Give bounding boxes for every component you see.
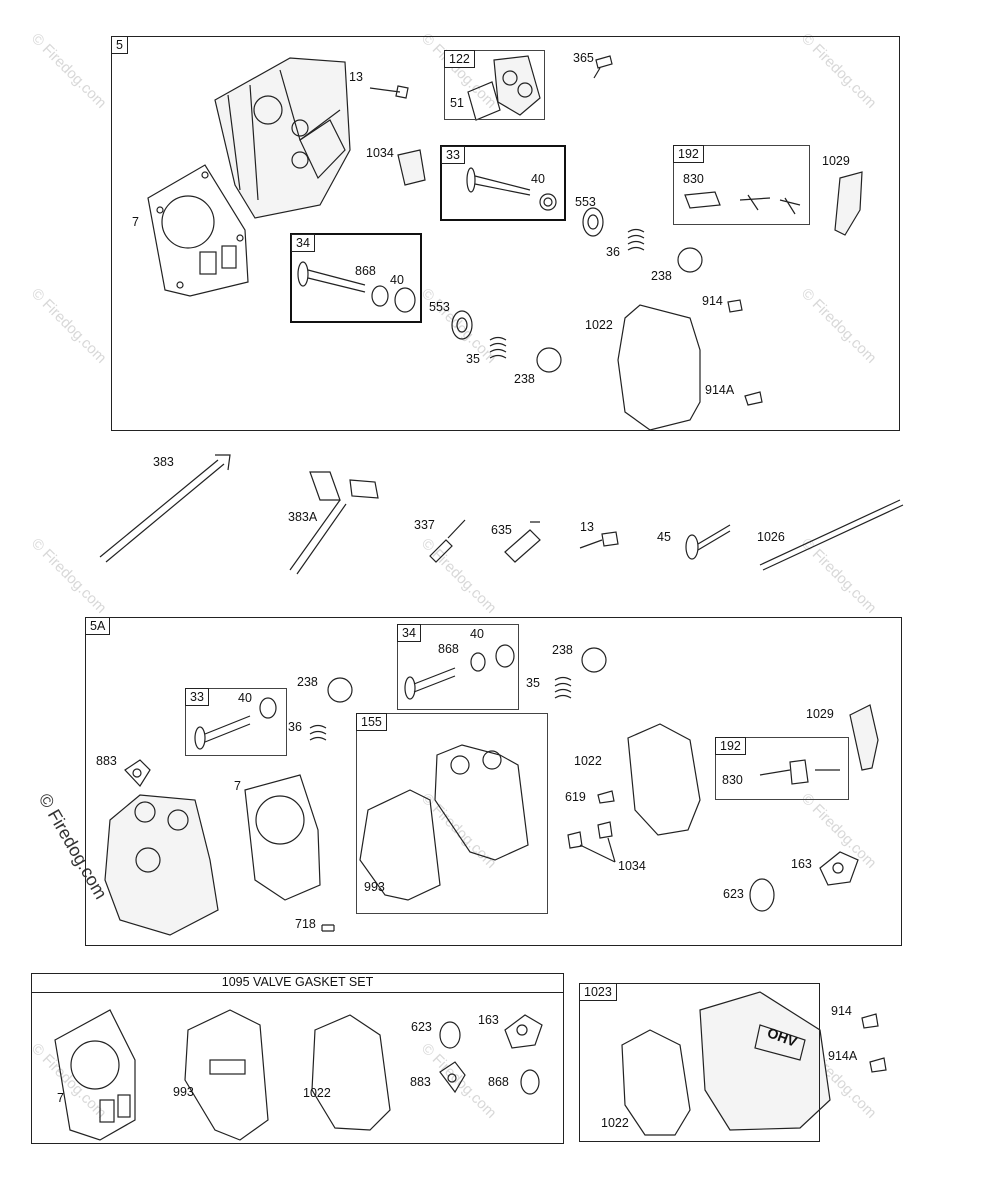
part-label: 868 [488,1075,509,1089]
part-label: 1026 [757,530,785,544]
part-label: 13 [580,520,594,534]
subgroup-122-frame: 122 [444,50,545,120]
group-5-frame: 5 [111,36,900,431]
part-label: 365 [573,51,594,65]
part-label: 13 [349,70,363,84]
group-5a-frame: 5A [85,617,902,946]
part-label: 623 [411,1020,432,1034]
subgroup-192-frame: 192 [673,145,810,225]
part-label: 163 [478,1013,499,1027]
part-label: 40 [470,627,484,641]
group-5-tag: 5 [111,36,128,54]
part-label: 868 [438,642,459,656]
part-label: 1022 [303,1086,331,1100]
subgroup-34-frame: 34 [290,233,422,323]
subgroup-33-frame: 33 [440,145,566,221]
part-label: 914 [831,1004,852,1018]
subgroup-192-5a-tag: 192 [715,737,746,755]
part-label: 553 [575,195,596,209]
part-label: 830 [722,773,743,787]
part-label: 40 [531,172,545,186]
part-label: 7 [234,779,241,793]
subgroup-192-5a-frame: 192 [715,737,849,800]
part-label: 868 [355,264,376,278]
cover-set-tag: 1023 [579,983,617,1001]
part-label: 383A [288,510,318,524]
gasket-set-title: 1095 VALVE GASKET SET [31,973,564,993]
part-label: 238 [651,269,672,283]
subgroup-155-tag: 155 [356,713,387,731]
part-label: 40 [238,691,252,705]
part-label: 1022 [585,318,613,332]
part-label: 1022 [574,754,602,768]
part-label: 914A [828,1049,858,1063]
part-label: 45 [657,530,671,544]
part-label: 1034 [618,859,646,873]
subgroup-33-tag: 33 [441,146,465,164]
part-label: 883 [96,754,117,768]
part-label: 35 [526,676,540,690]
part-label: 914 [702,294,723,308]
group-5a-tag: 5A [85,617,111,635]
cylinder-head-drawing [214,57,351,219]
subgroup-34-tag: 34 [291,234,315,252]
part-label: 914A [705,383,735,397]
part-label: 718 [295,917,316,931]
part-label: 337 [414,518,435,532]
part-label: 1034 [366,146,394,160]
part-label: 1029 [806,707,834,721]
part-label: 635 [491,523,512,537]
part-label: 830 [683,172,704,186]
part-label: 7 [132,215,139,229]
pushrod-tube-drawing [99,459,225,563]
part-label: 383 [153,455,174,469]
part-label: 553 [429,300,450,314]
subgroup-34-5a-tag: 34 [397,624,421,642]
part-label: 993 [173,1085,194,1099]
part-label: 238 [514,372,535,386]
part-label: 1022 [601,1116,629,1130]
part-label: 993 [364,880,385,894]
part-label: 883 [410,1075,431,1089]
subgroup-155-frame: 155 [356,713,548,914]
part-label: 7 [57,1091,64,1105]
part-label: 238 [297,675,318,689]
head-gasket-drawing [147,164,249,297]
part-label: 40 [390,273,404,287]
cover-set-frame: 1023 [579,983,820,1142]
gasket-set-frame [31,973,564,1144]
part-label: 36 [288,720,302,734]
part-label: 238 [552,643,573,657]
subgroup-192-tag: 192 [673,145,704,163]
subgroup-122-tag: 122 [444,50,475,68]
part-label: 619 [565,790,586,804]
part-label: 163 [791,857,812,871]
part-label: 623 [723,887,744,901]
part-label: 35 [466,352,480,366]
part-label: 36 [606,245,620,259]
part-label: 1029 [822,154,850,168]
subgroup-33-5a-frame: 33 [185,688,287,756]
subgroup-33-5a-tag: 33 [185,688,209,706]
part-label: 51 [450,96,464,110]
subgroup-34-5a-frame: 34 [397,624,519,710]
